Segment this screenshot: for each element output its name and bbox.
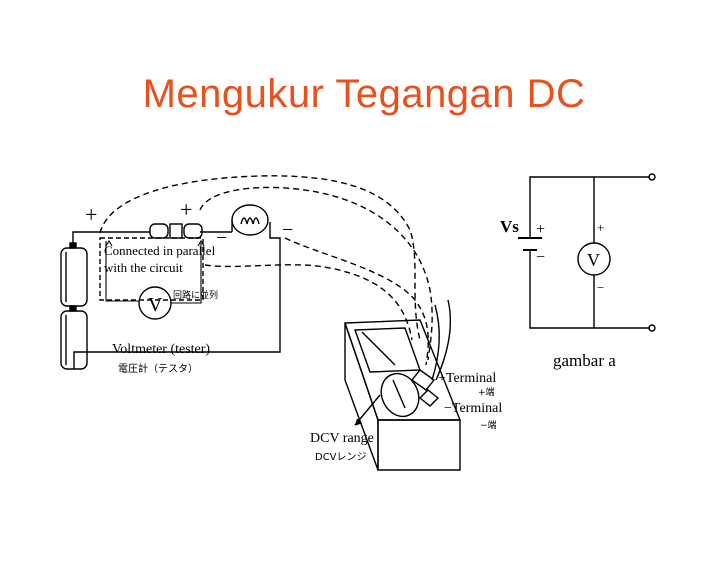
top-terminal bbox=[648, 173, 656, 181]
terminal-plus-sub: +端 bbox=[478, 386, 495, 398]
resistor-element bbox=[149, 223, 203, 239]
dcv-range-label: DCV range bbox=[310, 431, 374, 446]
parallel-box bbox=[99, 237, 204, 301]
plus-mid-label: + bbox=[180, 197, 192, 222]
minus-bulb-label: − bbox=[216, 227, 227, 249]
slide-title: Mengukur Tegangan DC bbox=[142, 72, 586, 116]
dcv-range-jp-label: DCVレンジ bbox=[315, 452, 367, 463]
right-caption: gambar a bbox=[553, 351, 616, 370]
terminal-minus-label: −Terminal bbox=[444, 401, 502, 416]
bottom-terminal bbox=[648, 324, 656, 332]
meter-plus-label: + bbox=[597, 220, 604, 235]
voltmeter-symbol: V bbox=[148, 294, 163, 316]
source-minus-label: − bbox=[536, 249, 545, 266]
probe-leads bbox=[99, 175, 433, 366]
meter-circle bbox=[577, 242, 611, 276]
meter-minus-label: − bbox=[597, 280, 604, 295]
voltmeter-label: Voltmeter (tester) bbox=[112, 342, 210, 357]
minus-right-label: − bbox=[282, 219, 293, 241]
left-circuit-diagram bbox=[60, 175, 462, 471]
connected-line2: with the circuit bbox=[104, 260, 183, 275]
terminal-plus-label: +Terminal bbox=[438, 371, 496, 386]
connected-jp-label: 回路に並列 bbox=[173, 289, 218, 301]
battery-stack bbox=[60, 242, 88, 370]
plus-left-label: + bbox=[85, 202, 97, 227]
source-plus-label: + bbox=[536, 221, 545, 238]
connected-line1: Connected in parallel bbox=[104, 243, 216, 258]
meter-symbol: V bbox=[587, 250, 600, 270]
multimeter bbox=[344, 299, 462, 471]
source-label: Vs bbox=[500, 217, 519, 236]
bulb bbox=[231, 204, 269, 236]
voltmeter-jp-label: 電圧計（テスタ） bbox=[118, 362, 198, 375]
right-circuit-diagram bbox=[518, 173, 656, 332]
circuit-wires bbox=[72, 222, 281, 369]
terminal-minus-sub: −端 bbox=[480, 419, 497, 431]
